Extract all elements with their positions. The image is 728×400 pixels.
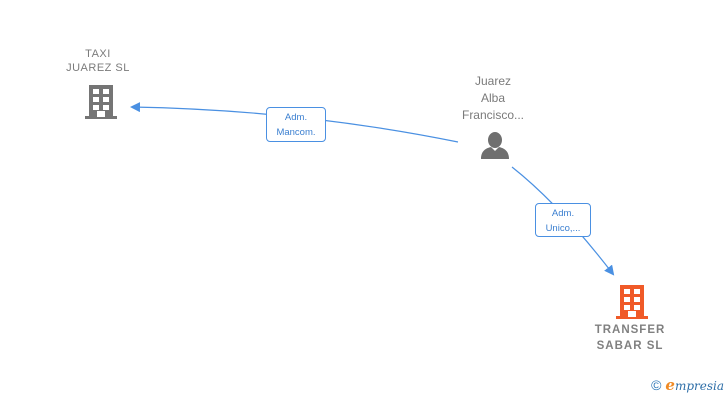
- edge-label-line1: Adm.: [284, 112, 308, 123]
- brand-initial: e: [665, 376, 675, 394]
- person-label-line3: Francisco...: [461, 108, 524, 122]
- brand-logo: empresia: [665, 376, 724, 394]
- transfer-sabar-label-line2: SABAR SL: [596, 340, 664, 352]
- transfer-sabar-label-line1: TRANSFER: [594, 324, 666, 336]
- person-label-line2: Alba: [480, 91, 506, 105]
- edge-label-adm-mancom[interactable]: Adm. Mancom.: [266, 107, 326, 142]
- building-icon[interactable]: [84, 84, 118, 120]
- edge-label-line1: Adm.: [551, 208, 575, 219]
- taxi-juarez-label[interactable]: TAXI JUAREZ SL: [48, 47, 148, 75]
- edge-label-line2: Unico,...: [545, 223, 581, 234]
- copyright-icon: ©: [651, 377, 662, 393]
- empresia-watermark: © empresia: [651, 376, 724, 394]
- person-label[interactable]: Juarez Alba Francisco...: [443, 73, 543, 124]
- taxi-juarez-label-line1: TAXI: [85, 48, 111, 60]
- person-label-line1: Juarez: [474, 74, 512, 88]
- person-icon[interactable]: [480, 130, 510, 160]
- taxi-juarez-label-line2: JUAREZ SL: [66, 62, 130, 74]
- edge-label-line2: Mancom.: [276, 127, 316, 138]
- building-icon[interactable]: [615, 284, 649, 320]
- edge-label-adm-unico[interactable]: Adm. Unico,...: [535, 203, 591, 237]
- brand-name: mpresia: [674, 379, 724, 393]
- transfer-sabar-label[interactable]: TRANSFER SABAR SL: [580, 322, 680, 354]
